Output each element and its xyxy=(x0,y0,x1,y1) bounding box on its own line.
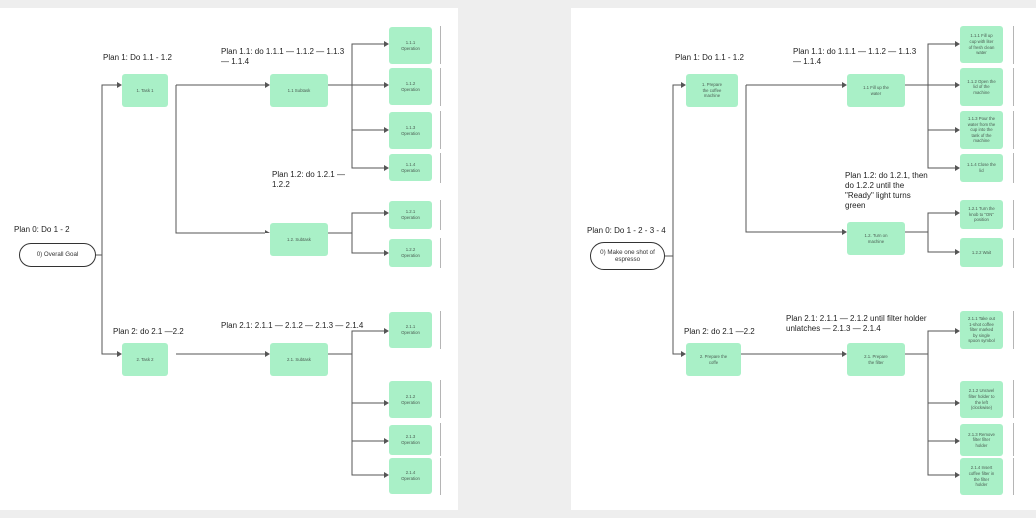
stopper-line xyxy=(1013,380,1014,418)
subtask-2-1-node[interactable]: 2.1. Subtask xyxy=(270,343,328,376)
stopper-line xyxy=(440,68,441,106)
subtask-2-1-node[interactable]: 2.1. Prepare the filter xyxy=(847,343,905,376)
root-goal-node[interactable]: 0) Make one shot of espresso xyxy=(590,242,665,270)
stopper-line xyxy=(440,111,441,149)
diagram-panel-left: Plan 0: Do 1 - 2 Plan 1: Do 1.1 - 1.2 Pl… xyxy=(0,8,458,510)
stopper-line xyxy=(440,200,441,230)
stopper-line xyxy=(1013,111,1014,149)
plan-2-1-label: Plan 2.1: 2.1.1 — 2.1.2 until filter hol… xyxy=(786,314,927,333)
task-1-node[interactable]: 1. Task 1 xyxy=(122,74,168,107)
operation-2-1-4-node[interactable]: 2.1.4 Operation xyxy=(389,458,432,494)
operation-1-1-2-node[interactable]: 1.1.2 Open the lid of the machine xyxy=(960,68,1003,106)
stopper-line xyxy=(1013,200,1014,230)
task-2-node[interactable]: 2. Prepare the coffe xyxy=(686,343,741,376)
operation-1-2-1-node[interactable]: 1.2.1 Operation xyxy=(389,201,432,229)
stopper-line xyxy=(440,238,441,268)
operation-2-1-1-node[interactable]: 2.1.1 Operation xyxy=(389,312,432,348)
operation-1-1-3-node[interactable]: 1.1.3 Operation xyxy=(389,112,432,149)
stopper-line xyxy=(1013,238,1014,268)
task-1-node[interactable]: 1. Prepare the coffee machine xyxy=(686,74,738,107)
stopper-line xyxy=(440,26,441,64)
operation-1-1-3-node[interactable]: 1.1.3 Pour the water from the cup into t… xyxy=(960,111,1003,149)
plan-1-label: Plan 1: Do 1.1 - 1.2 xyxy=(103,53,172,62)
plan-1-label: Plan 1: Do 1.1 - 1.2 xyxy=(675,53,744,62)
task-2-node[interactable]: 2. Task 2 xyxy=(122,343,168,376)
operation-1-1-4-node[interactable]: 1.1.4 Close the lid xyxy=(960,154,1003,182)
operation-2-1-2-node[interactable]: 2.1.2 Operation xyxy=(389,381,432,418)
plan-0-label: Plan 0: Do 1 - 2 xyxy=(14,225,70,234)
operation-2-1-4-node[interactable]: 2.1.4 Insert coffee filter in the filter… xyxy=(960,458,1003,495)
plan-1-1-label: Plan 1.1: do 1.1.1 — 1.1.2 — 1.1.3 — 1.1… xyxy=(221,47,345,66)
stopper-line xyxy=(440,458,441,495)
operation-1-2-1-node[interactable]: 1.2.1 Turn the knob to "ON" position xyxy=(960,200,1003,229)
plan-1-1-label: Plan 1.1: do 1.1.1 — 1.1.2 — 1.1.3 — 1.1… xyxy=(793,47,917,66)
plan-2-label: Plan 2: do 2.1 —2.2 xyxy=(684,327,755,336)
operation-1-2-2-node[interactable]: 1.2.2 Operation xyxy=(389,239,432,267)
stopper-line xyxy=(440,311,441,349)
operation-2-1-3-node[interactable]: 2.1.3 Remove filter filter holder xyxy=(960,424,1003,456)
stopper-line xyxy=(1013,311,1014,349)
operation-1-1-1-node[interactable]: 1.1.1 Fill up cup with liter of fresh cl… xyxy=(960,26,1003,63)
stopper-line xyxy=(1013,458,1014,495)
operation-1-1-1-node[interactable]: 1.1.1 Operation xyxy=(389,27,432,64)
plan-1-2-label: Plan 1.2: do 1.2.1 — 1.2.2 xyxy=(272,170,345,189)
stopper-line xyxy=(1013,68,1014,106)
plan-1-2-label: Plan 1.2: do 1.2.1, then do 1.2.2 until … xyxy=(845,171,928,210)
stopper-line xyxy=(440,153,441,183)
operation-1-2-2-node[interactable]: 1.2.2 Wait xyxy=(960,238,1003,267)
stopper-line xyxy=(1013,423,1014,456)
root-goal-node[interactable]: 0) Overall Goal xyxy=(19,243,96,267)
operation-2-1-1-node[interactable]: 2.1.1 Take out 1-shot coffee filter mark… xyxy=(960,311,1003,349)
plan-2-1-label: Plan 2.1: 2.1.1 — 2.1.2 — 2.1.3 — 2.1.4 xyxy=(221,321,364,330)
operation-2-1-3-node[interactable]: 2.1.3 Operation xyxy=(389,425,432,455)
stopper-line xyxy=(440,380,441,418)
subtask-1-1-node[interactable]: 1.1 Subtask xyxy=(270,74,328,107)
plan-2-label: Plan 2: do 2.1 —2.2 xyxy=(113,327,184,336)
stopper-line xyxy=(440,423,441,456)
subtask-1-1-node[interactable]: 1.1 Fill up the water xyxy=(847,74,905,107)
stopper-line xyxy=(1013,26,1014,64)
operation-2-1-2-node[interactable]: 2.1.2 Unravel filter holder to the left … xyxy=(960,381,1003,418)
diagram-panel-right: Plan 0: Do 1 - 2 - 3 - 4 Plan 1: Do 1.1 … xyxy=(571,8,1036,510)
operation-1-1-4-node[interactable]: 1.1.4 Operation xyxy=(389,154,432,181)
operation-1-1-2-node[interactable]: 1.1.2 Operation xyxy=(389,68,432,105)
plan-0-label: Plan 0: Do 1 - 2 - 3 - 4 xyxy=(587,226,666,235)
subtask-1-2-node[interactable]: 1.2. Subtask xyxy=(270,223,328,256)
subtask-1-2-node[interactable]: 1.2. Turn on machine xyxy=(847,222,905,255)
stopper-line xyxy=(1013,153,1014,183)
